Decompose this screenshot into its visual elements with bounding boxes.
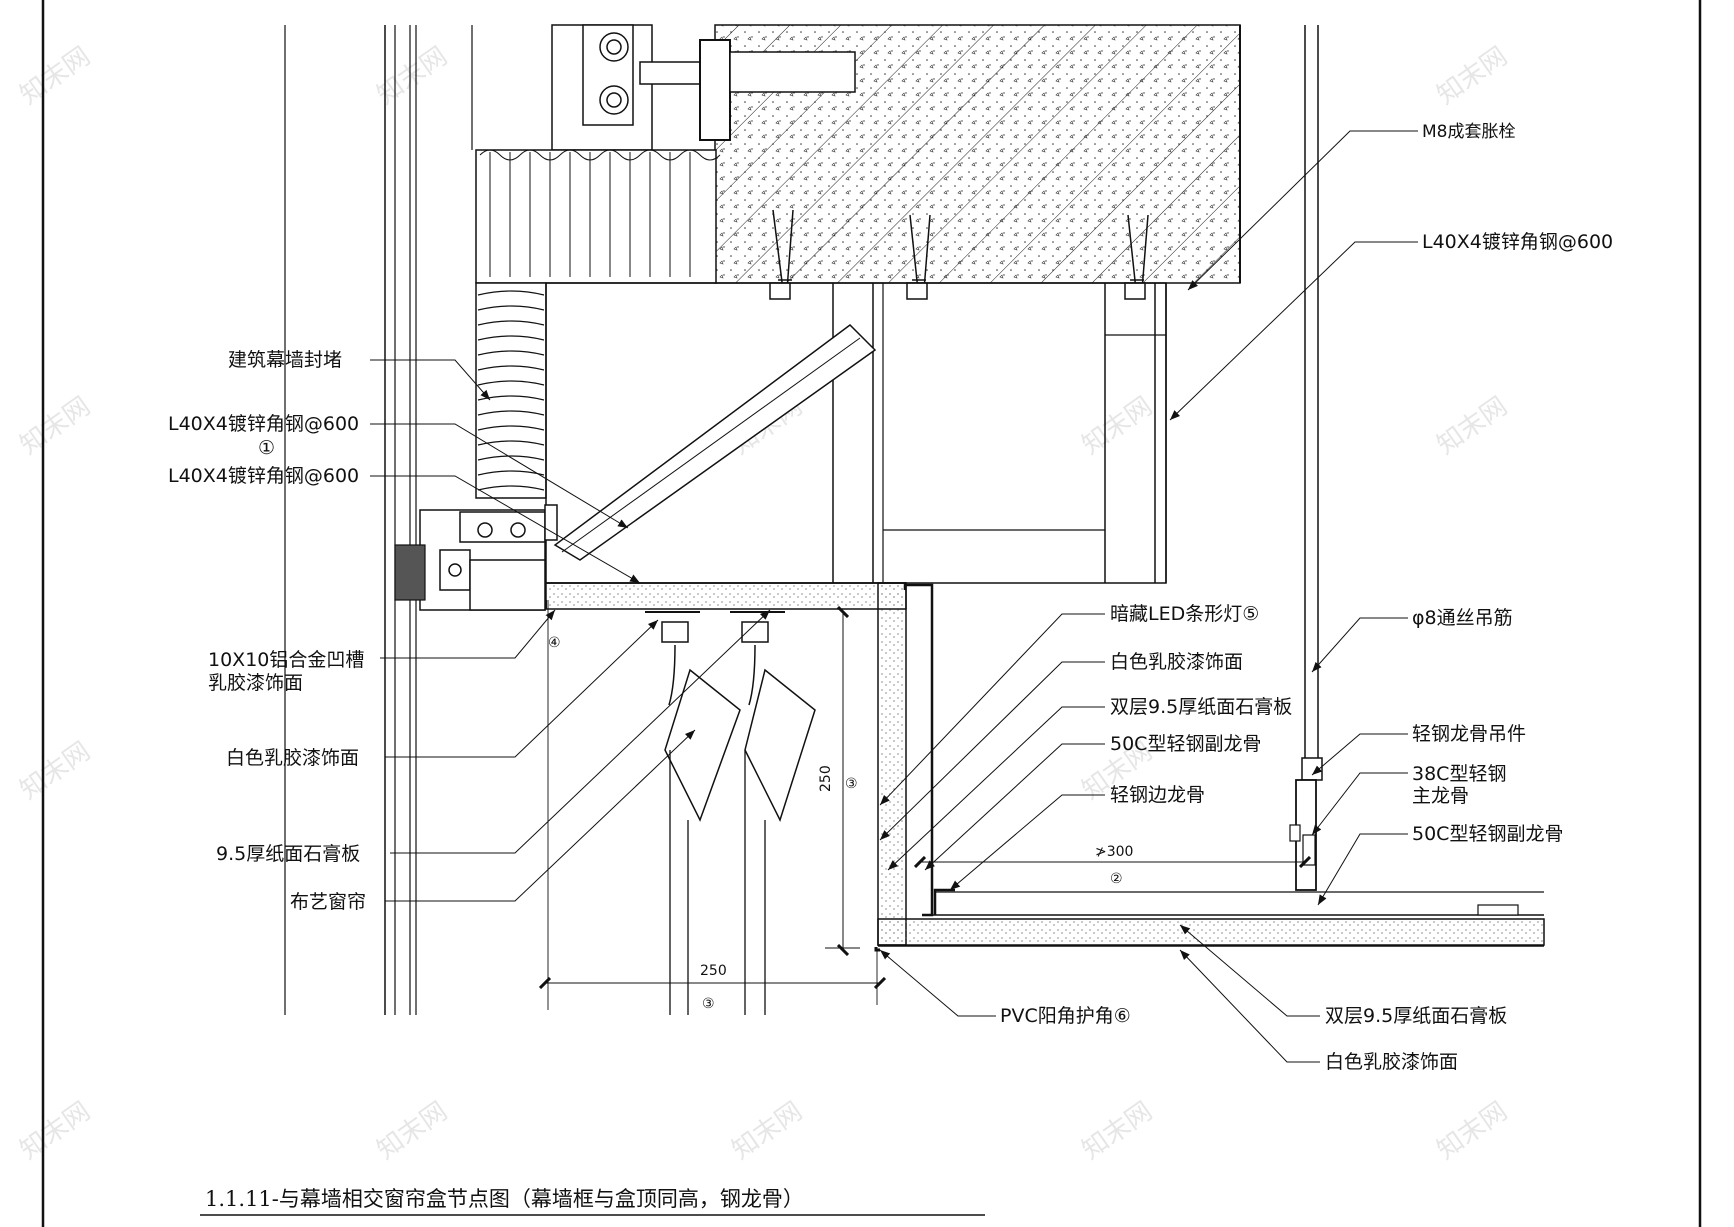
- label-aluminum-groove: 10X10铝合金凹槽: [208, 649, 364, 671]
- label-double-gypsum-mid: 双层9.5厚纸面石膏板: [1110, 695, 1292, 718]
- expansion-bolts: [769, 209, 1149, 300]
- labels-middle: 暗藏LED条形灯⑤ 白色乳胶漆饰面 双层9.5厚纸面石膏板 50C型轻钢副龙骨 …: [1110, 603, 1292, 806]
- label-fabric-curtain: 布艺窗帘: [290, 891, 366, 913]
- dim-spacing: ≯300: [1095, 844, 1133, 860]
- label-double-gypsum-bottom: 双层9.5厚纸面石膏板: [1325, 1004, 1507, 1027]
- label-m8-bolt: M8成套胀栓: [1422, 122, 1515, 142]
- embedded-bolt-assembly: [551, 24, 856, 151]
- label-white-latex-bottom: 白色乳胶漆饰面: [1325, 1051, 1458, 1073]
- curtain-wall-mullion-profile: [394, 504, 558, 611]
- watermark-text: 知末网: [1432, 1096, 1513, 1165]
- dim-height-ref: ③: [845, 776, 858, 792]
- labels-left: 建筑幕墙封堵 L40X4镀锌角钢@600 ① L40X4镀锌角钢@600 10X…: [168, 349, 366, 913]
- leader-lines: [370, 130, 1418, 1063]
- watermark-text: 知末网: [1077, 1096, 1158, 1165]
- watermark-text: 知末网: [1077, 391, 1158, 460]
- dimension-lines: 250 ③ 250 ③ ≯300 ② ④: [545, 600, 1305, 1012]
- label-led: 暗藏LED条形灯⑤: [1110, 603, 1259, 625]
- watermark-text: 知末网: [15, 1096, 96, 1165]
- label-edge-keel: 轻钢边龙骨: [1110, 784, 1205, 806]
- ref-4: ④: [548, 635, 561, 651]
- label-angle-steel-1: L40X4镀锌角钢@600: [168, 413, 359, 435]
- label-angle-steel-1-ref: ①: [258, 437, 275, 459]
- label-gypsum-board-left: 9.5厚纸面石膏板: [216, 842, 360, 865]
- labels-right: M8成套胀栓 L40X4镀锌角钢@600 φ8通丝吊筋 轻钢龙骨吊件 38C型轻…: [1412, 122, 1613, 845]
- label-fire-seal: 建筑幕墙封堵: [228, 349, 342, 371]
- fire-seal-insulation: [475, 149, 721, 499]
- label-angle-steel-2: L40X4镀锌角钢@600: [168, 465, 359, 487]
- curtain-box-gypsum-board: [545, 582, 1545, 952]
- watermark-text: 知末网: [1432, 391, 1513, 460]
- dim-height-value: 250: [818, 765, 834, 792]
- dim-width-value: 250: [700, 963, 727, 979]
- ref-2: ②: [1110, 871, 1123, 887]
- label-latex-finish: 乳胶漆饰面: [208, 672, 303, 694]
- galvanized-angle-frame: [545, 282, 1167, 584]
- label-pvc-corner: PVC阳角护角⑥: [1000, 1005, 1131, 1027]
- watermark-text: 知末网: [727, 1096, 808, 1165]
- watermark-text: 知末网: [15, 391, 96, 460]
- label-hanger-rod: φ8通丝吊筋: [1412, 607, 1513, 629]
- label-white-latex-left: 白色乳胶漆饰面: [226, 747, 359, 769]
- label-hanger-part: 轻钢龙骨吊件: [1412, 723, 1526, 745]
- page-title: 1.1.11-与幕墙相交窗帘盒节点图（幕墙框与盒顶同高，钢龙骨）: [205, 1187, 804, 1211]
- labels-bottom: PVC阳角护角⑥ 双层9.5厚纸面石膏板 白色乳胶漆饰面: [1000, 1004, 1507, 1073]
- watermark-text: 知末网: [372, 1096, 453, 1165]
- dim-width-ref: ③: [702, 996, 715, 1012]
- curtain-wall-glass: [284, 25, 473, 1015]
- drawing-frame: [41, 0, 1702, 1227]
- watermark-text: 知末网: [15, 736, 96, 805]
- drawing-title: 1.1.11-与幕墙相交窗帘盒节点图（幕墙框与盒顶同高，钢龙骨）: [200, 1187, 985, 1216]
- fabric-curtain: [645, 611, 816, 1015]
- label-sub-keel-mid: 50C型轻钢副龙骨: [1110, 733, 1261, 755]
- label-main-keel-1: 38C型轻钢: [1412, 763, 1506, 785]
- label-main-keel-2: 主龙骨: [1412, 785, 1469, 807]
- watermark-text: 知末网: [1432, 41, 1513, 110]
- label-angle-steel-right: L40X4镀锌角钢@600: [1422, 231, 1613, 253]
- watermark-text: 知末网: [15, 41, 96, 110]
- label-white-latex-mid: 白色乳胶漆饰面: [1110, 651, 1243, 673]
- watermark-text: 知末网: [372, 41, 453, 110]
- label-sub-keel-right: 50C型轻钢副龙骨: [1412, 823, 1563, 845]
